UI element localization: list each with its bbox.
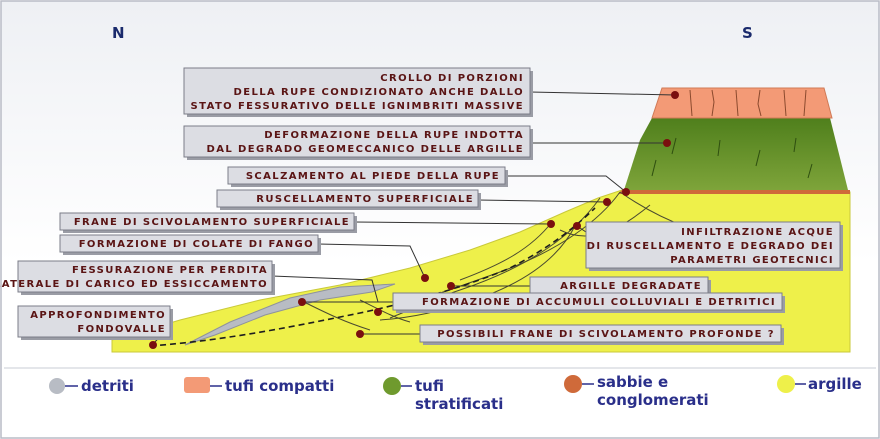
label-infiltrazione: INFILTRAZIONE ACQUE DI RUSCELLAMENTO E D…: [585, 221, 843, 271]
label-approfondimento: APPROFONDIMENTO FONDOVALLE: [17, 305, 173, 340]
fessurazione-line-2: LATERALE DI CARICO ED ESSICCAMENTO: [0, 279, 268, 290]
fessurazione-line-1: FESSURAZIONE PER PERDITA: [72, 265, 268, 276]
deformazione-line-2: DAL DEGRADO GEOMECCANICO DELLE ARGILLE: [207, 144, 524, 155]
legend-item-sabbie: sabbie e conglomerati: [564, 373, 709, 409]
label-deformazione: DEFORMAZIONE DELLA RUPE INDOTTA DAL DEGR…: [183, 125, 533, 160]
label-fessurazione: FESSURAZIONE PER PERDITA LATERALE DI CAR…: [0, 260, 275, 295]
crollo-line-1: CROLLO DI PORZIONI: [380, 73, 524, 84]
legend-item-detriti: detriti: [49, 377, 134, 395]
tufi-stratificati-layer: [624, 118, 848, 190]
colate-text: FORMAZIONE DI COLATE DI FANGO: [79, 239, 314, 250]
dot-colate: [421, 274, 429, 282]
deformazione-line-1: DEFORMAZIONE DELLA RUPE INDOTTA: [264, 130, 524, 141]
strata-marks: [651, 137, 813, 179]
dot-ruscellamento: [603, 198, 611, 206]
legend-swatch-detriti: [49, 378, 65, 394]
crollo-line-3: STATO FESSURATIVO DELLE IGNIMBRITI MASSI…: [191, 101, 524, 112]
label-colate: FORMAZIONE DI COLATE DI FANGO: [59, 234, 321, 255]
legend-swatch-argille: [777, 375, 795, 393]
fractures: [689, 89, 807, 117]
dot-frane-profonde: [356, 330, 364, 338]
label-scalzamento: SCALZAMENTO AL PIEDE DELLA RUPE: [227, 166, 508, 187]
argille-degradate-text: ARGILLE DEGRADATE: [560, 281, 702, 292]
dot-crollo: [671, 91, 679, 99]
legend-label-sabbie-1: sabbie e: [597, 373, 668, 391]
detriti-layer: [184, 283, 396, 346]
dot-accumuli: [298, 298, 306, 306]
infiltrazione-line-1: INFILTRAZIONE ACQUE: [681, 227, 834, 238]
label-frane-profonde: POSSIBILI FRANE DI SCIVOLAMENTO PROFONDE…: [419, 324, 784, 345]
dot-deformazione: [663, 139, 671, 147]
legend-swatch-tufi-compatti: [184, 377, 210, 393]
north-label: N: [112, 24, 125, 42]
crollo-line-2: DELLA RUPE CONDIZIONATO ANCHE DALLO: [234, 87, 524, 98]
approfondimento-line-1: APPROFONDIMENTO: [30, 310, 166, 321]
legend-swatch-sabbie: [564, 375, 582, 393]
accumuli-text: FORMAZIONE DI ACCUMULI COLLUVIALI E DETR…: [422, 297, 776, 308]
south-label: S: [742, 24, 753, 42]
sabbie-layer: [618, 190, 850, 194]
legend-label-tufi-compatti: tufi compatti: [225, 377, 334, 395]
marker-dots: [149, 91, 679, 349]
approfondimento-line-2: FONDOVALLE: [77, 324, 166, 335]
label-accumuli: FORMAZIONE DI ACCUMULI COLLUVIALI E DETR…: [392, 292, 785, 313]
frane-profonde-text: POSSIBILI FRANE DI SCIVOLAMENTO PROFONDE…: [437, 329, 775, 340]
tufi-compatti-layer: [651, 87, 833, 119]
infiltrazione-line-2: DI RUSCELLAMENTO E DEGRADO DEI: [587, 241, 834, 252]
label-ruscellamento: RUSCELLAMENTO SUPERFICIALE: [216, 189, 481, 210]
leader-lines: [152, 91, 676, 345]
legend-label-tufi-stratificati-1: tufi: [415, 377, 444, 395]
label-crollo: CROLLO DI PORZIONI DELLA RUPE CONDIZIONA…: [183, 67, 533, 117]
dot-frane-superficiali: [547, 220, 555, 228]
legend-label-tufi-stratificati-2: stratificati: [415, 395, 503, 413]
infiltrazione-line-3: PARAMETRI GEOTECNICI: [670, 255, 834, 266]
dot-fessurazione: [374, 308, 382, 316]
legend-item-tufi-compatti: tufi compatti: [184, 377, 334, 395]
label-frane-superficiali: FRANE DI SCIVOLAMENTO SUPERFICIALE: [59, 212, 357, 233]
legend: detriti tufi compatti tufi stratificati …: [49, 373, 862, 413]
legend-label-detriti: detriti: [81, 377, 134, 395]
dot-infiltrazione: [573, 222, 581, 230]
dot-approfondimento: [149, 341, 157, 349]
dot-argille-degradate: [447, 282, 455, 290]
legend-swatch-tufi-stratificati: [383, 377, 401, 395]
ruscellamento-text: RUSCELLAMENTO SUPERFICIALE: [256, 194, 474, 205]
frane-superficiali-text: FRANE DI SCIVOLAMENTO SUPERFICIALE: [74, 217, 350, 228]
legend-label-argille: argille: [808, 375, 862, 393]
dot-scalzamento: [622, 188, 630, 196]
legend-item-argille: argille: [777, 375, 862, 393]
scalzamento-text: SCALZAMENTO AL PIEDE DELLA RUPE: [246, 171, 500, 182]
legend-item-tufi-stratificati: tufi stratificati: [383, 377, 503, 413]
legend-label-sabbie-2: conglomerati: [597, 391, 709, 409]
